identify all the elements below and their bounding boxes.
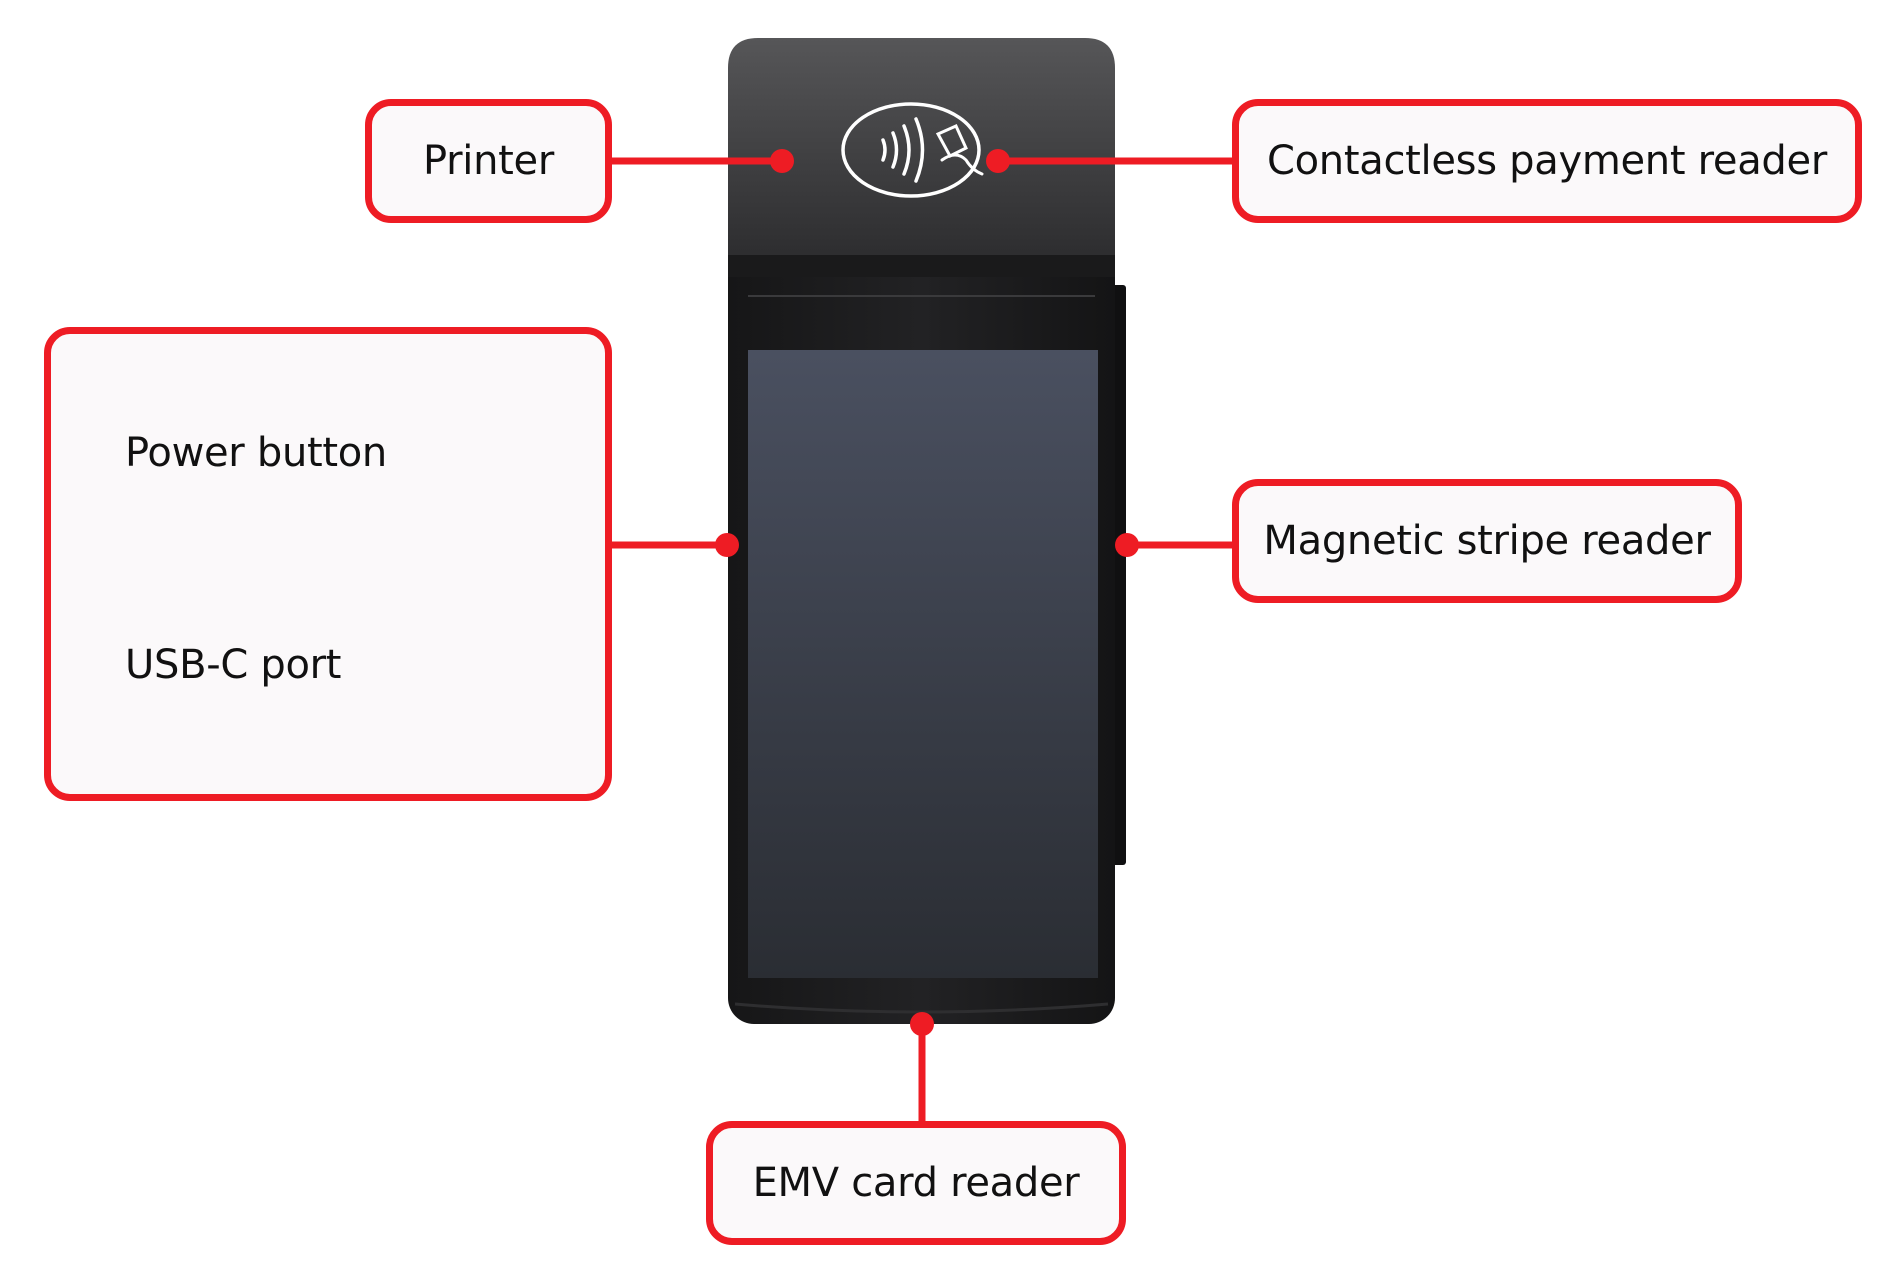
power-button-text: Power button [125, 430, 387, 476]
power-usb-label [44, 327, 612, 801]
paper-slot [728, 255, 1115, 277]
magstripe-label: Magnetic stripe reader [1232, 479, 1742, 603]
emv-slot [734, 1002, 1109, 1014]
screen [748, 350, 1098, 978]
emv-dot [910, 1012, 934, 1036]
magstripe-dot [1115, 533, 1139, 557]
pos-device [728, 38, 1126, 1024]
connector-lines [610, 157, 1236, 1124]
contactless-label-text: Contactless payment reader [1267, 138, 1827, 184]
emv-label-text: EMV card reader [752, 1160, 1080, 1206]
contactless-icon [841, 102, 984, 198]
power-usb-dot [715, 533, 739, 557]
magstripe-label-text: Magnetic stripe reader [1263, 518, 1711, 564]
connector-dots [715, 149, 1139, 1036]
printer-label: Printer [365, 99, 612, 223]
usb-port-text: USB-C port [125, 642, 342, 688]
contactless-dot [986, 149, 1010, 173]
printer-dot [770, 149, 794, 173]
emv-label: EMV card reader [706, 1121, 1126, 1245]
contactless-label: Contactless payment reader [1232, 99, 1862, 223]
printer-label-text: Printer [423, 138, 554, 184]
